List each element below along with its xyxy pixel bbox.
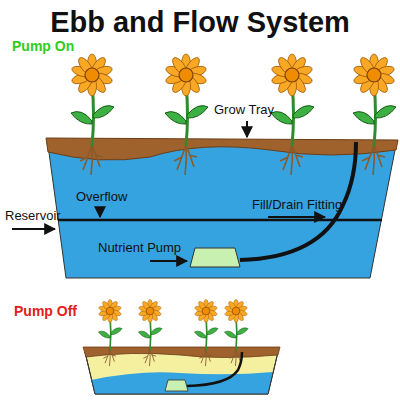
fill-drain-tube [187,352,242,386]
nutrient-pump [165,380,188,391]
state-label: Pump Off [14,303,77,319]
part-label: Nutrient Pump [98,241,181,256]
part-label: Reservoir [5,209,61,224]
part-label: Overflow [76,190,127,205]
part-label: Grow Tray [214,103,274,118]
leader-arrow [12,228,55,230]
nutrient-pump [190,248,240,267]
reservoir-water [48,145,396,278]
part-label: Fill/Drain Fitting [252,198,342,213]
state-label: Pump On [12,38,74,54]
flowers [98,299,248,366]
flowers [71,54,396,175]
fill-drain-tube [240,142,356,260]
diagram-title: Ebb and Flow System [0,6,400,39]
leader-arrow [246,121,248,137]
leader-arrow [150,260,187,262]
reservoir-water [91,372,273,394]
leader-arrow [99,207,101,217]
leader-arrow [268,216,325,218]
drained-tray [85,352,278,394]
